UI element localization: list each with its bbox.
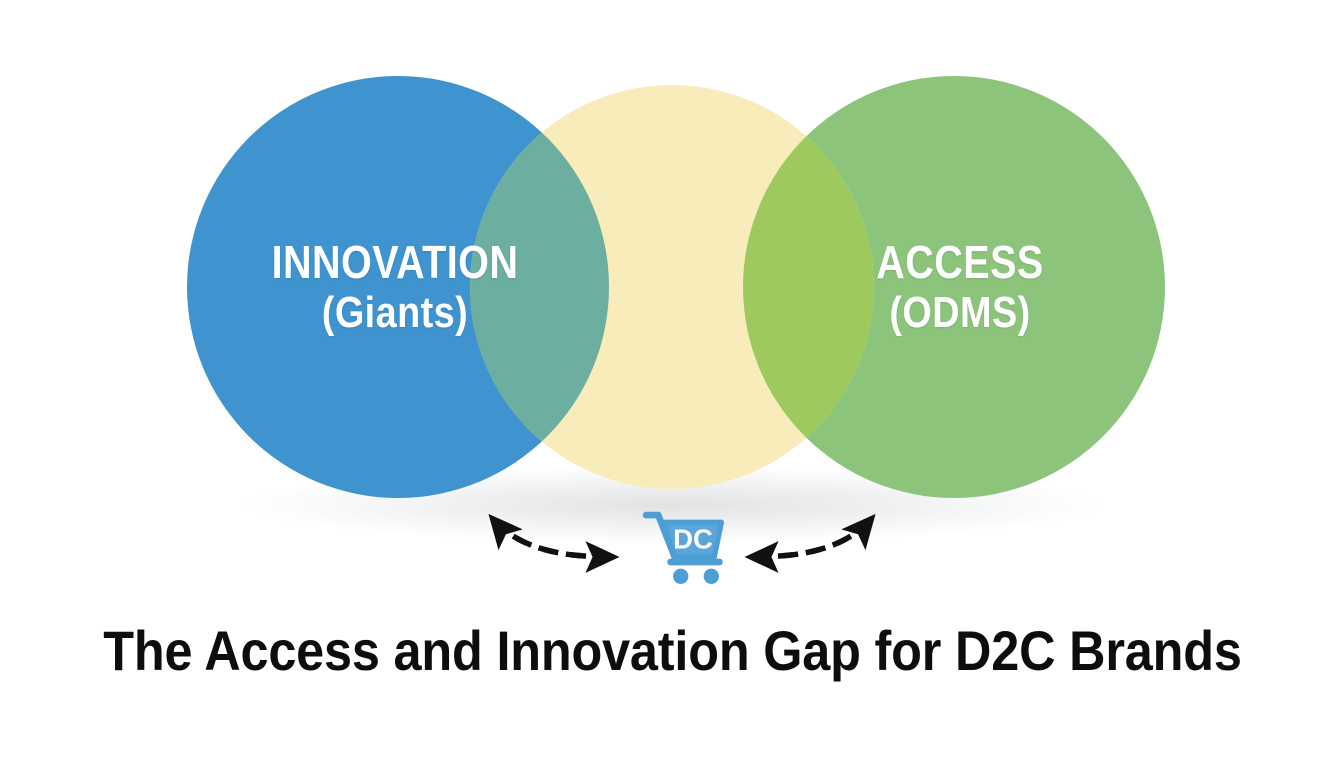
diagram-caption: The Access and Innovation Gap for D2C Br… [0,618,1344,683]
venn-overlap-gap-access [743,85,874,489]
cart-wheel-left [673,568,689,584]
cart-wheel-right [703,568,719,584]
diagram-caption-text: The Access and Innovation Gap for D2C Br… [102,619,1242,682]
venn-diagram: INNOVATION (Giants) ACCESS (ODMS) [187,76,1165,543]
shopping-cart-icon[interactable]: DC [642,511,725,584]
right-curved-dashed-double-arrow [744,513,876,573]
venn-overlap-innovation-gap [470,85,609,489]
left-curved-dashed-double-arrow [488,513,620,573]
venn-circle-access [743,76,1165,498]
venn-svg [187,76,1165,543]
flow-row: DC [0,495,1344,605]
cart-badge-label: DC [673,524,713,555]
flow-svg: DC [488,511,876,584]
